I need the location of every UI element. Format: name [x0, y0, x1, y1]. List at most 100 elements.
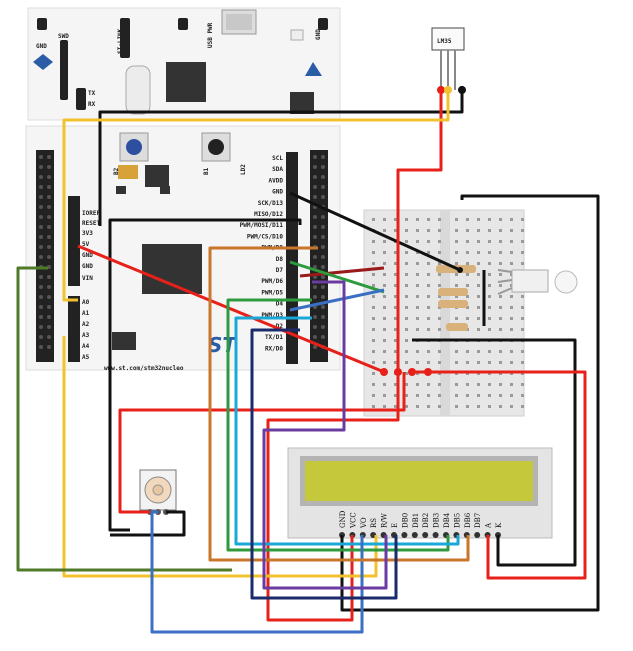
right-header-label: PWM/D5 — [261, 289, 283, 296]
lcd-pin-label: DB4 — [443, 512, 451, 528]
breadboard-hole — [521, 240, 524, 243]
breadboard-hole — [499, 262, 502, 265]
breadboard-hole — [499, 306, 502, 309]
wire-purple-d6 — [262, 280, 388, 590]
breadboard-hole — [455, 361, 458, 364]
wire-red-pot — [118, 372, 406, 514]
breadboard-hole — [438, 317, 441, 320]
breadboard-hole — [383, 339, 386, 342]
label-a3: A3 — [82, 332, 90, 339]
breadboard-hole — [383, 295, 386, 298]
label-ioref: IOREF — [82, 210, 100, 217]
breadboard-hole — [394, 350, 397, 353]
breadboard-hole — [438, 284, 441, 287]
label-gnd-a: GND — [82, 252, 93, 259]
breadboard-hole — [405, 240, 408, 243]
breadboard-hole — [521, 262, 524, 265]
breadboard-hole — [416, 405, 419, 408]
wire-red-top — [396, 86, 443, 372]
breadboard-hole — [510, 262, 513, 265]
breadboard-hole — [455, 317, 458, 320]
label-a1: A1 — [82, 310, 90, 317]
lcd-pin-label: RS — [370, 518, 378, 528]
breadboard-hole — [477, 262, 480, 265]
breadboard-hole — [466, 317, 469, 320]
resistors — [436, 265, 476, 331]
lcd-pin-label: DB7 — [474, 513, 482, 528]
breadboard-hole — [405, 284, 408, 287]
breadboard-hole — [488, 273, 491, 276]
label-b2: B2 — [113, 167, 120, 175]
breadboard-hole — [455, 383, 458, 386]
breadboard-hole — [427, 262, 430, 265]
breadboard-hole — [521, 394, 524, 397]
breadboard-hole — [455, 262, 458, 265]
lcd-pin-label: DB3 — [433, 513, 441, 528]
breadboard — [363, 209, 525, 417]
breadboard-hole — [499, 383, 502, 386]
breadboard-hole — [477, 295, 480, 298]
breadboard-hole — [405, 218, 408, 221]
breadboard-hole — [405, 306, 408, 309]
breadboard-hole — [477, 394, 480, 397]
wire-black-gnd — [289, 191, 461, 272]
breadboard-hole — [488, 394, 491, 397]
breadboard-hole — [488, 317, 491, 320]
label-gnd-b: GND — [82, 263, 93, 270]
breadboard-hole — [372, 372, 375, 375]
breadboard-hole — [416, 306, 419, 309]
wire-orange-d9 — [208, 246, 470, 562]
breadboard-hole — [455, 240, 458, 243]
breadboard-hole — [405, 350, 408, 353]
breadboard-hole — [499, 328, 502, 331]
right-header-label: PWM/D3 — [261, 312, 283, 319]
breadboard-hole — [477, 350, 480, 353]
breadboard-hole — [416, 295, 419, 298]
breadboard-hole — [466, 394, 469, 397]
breadboard-hole — [416, 240, 419, 243]
breadboard-hole — [488, 284, 491, 287]
breadboard-hole — [372, 328, 375, 331]
breadboard-hole — [383, 273, 386, 276]
breadboard-hole — [383, 328, 386, 331]
breadboard-hole — [383, 405, 386, 408]
breadboard-hole — [394, 339, 397, 342]
breadboard-hole — [466, 383, 469, 386]
right-header-label: D8 — [276, 256, 284, 263]
right-header-label: RX/D0 — [265, 345, 283, 352]
breadboard-hole — [510, 240, 513, 243]
breadboard-hole — [427, 383, 430, 386]
breadboard-hole — [438, 218, 441, 221]
wire-red-d7 — [299, 266, 385, 278]
breadboard-hole — [438, 229, 441, 232]
breadboard-hole — [499, 273, 502, 276]
wire-green-left — [16, 266, 232, 572]
breadboard-hole — [438, 405, 441, 408]
right-header-label: SCK/D13 — [258, 200, 284, 207]
wire-black-top — [98, 86, 464, 226]
breadboard-hole — [466, 262, 469, 265]
breadboard-hole — [499, 284, 502, 287]
breadboard-hole — [510, 317, 513, 320]
breadboard-hole — [488, 350, 491, 353]
breadboard-hole — [427, 284, 430, 287]
wire-yellow-a0 — [62, 336, 378, 578]
lcd-pin-label: K — [495, 522, 503, 528]
breadboard-hole — [416, 262, 419, 265]
breadboard-hole — [372, 295, 375, 298]
breadboard-hole — [405, 262, 408, 265]
breadboard-hole — [499, 218, 502, 221]
right-header-label: PWM/CS/D10 — [247, 233, 284, 240]
right-header-label: D7 — [276, 267, 284, 274]
breadboard-hole — [477, 405, 480, 408]
breadboard-hole — [521, 295, 524, 298]
breadboard-hole — [372, 273, 375, 276]
breadboard-hole — [416, 383, 419, 386]
wires — [16, 86, 600, 634]
rgb-led — [497, 269, 578, 295]
breadboard-hole — [477, 229, 480, 232]
breadboard-hole — [394, 218, 397, 221]
wire-red-5v — [77, 244, 385, 374]
breadboard-hole — [405, 295, 408, 298]
breadboard-hole — [438, 394, 441, 397]
